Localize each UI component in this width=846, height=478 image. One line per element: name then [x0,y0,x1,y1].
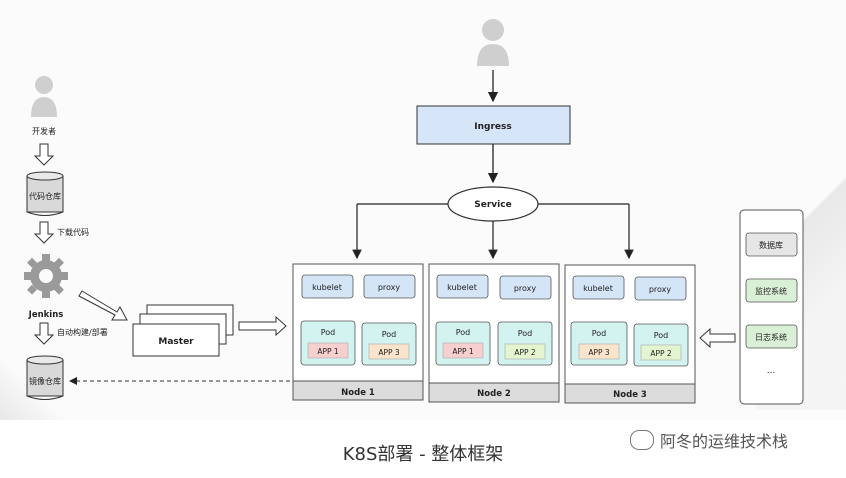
node-3 [564,264,696,404]
monitoring-box [745,278,798,303]
master-stack [132,304,234,357]
down-arrow-icon [33,221,55,244]
developer-label: 开发者 [32,126,56,136]
node-label: Node 1 [341,388,375,398]
image-repo-icon [26,355,64,400]
node-2 [428,263,560,403]
logging-box [745,324,798,349]
kubelet-label: kubelet [312,283,342,292]
arrow-to-master-icon [78,290,128,321]
kubelet-label: kubelet [447,283,477,292]
user-icon [477,19,509,66]
architecture-diagram: 开发者 代码仓库 下载代码 [24,19,804,405]
monitoring-label: 监控系统 [755,286,787,296]
jenkins-label: Jenkins [28,310,64,320]
pod-label: Pod [321,328,336,337]
node-label: Node 3 [613,390,647,400]
pull-code-label: 下载代码 [57,227,89,237]
diagram-caption: K8S部署 - 整体框架 [342,444,504,465]
app-label: APP 3 [588,348,610,357]
node-label: Node 2 [477,389,511,399]
down-arrow-icon [33,322,55,345]
proxy-label: proxy [514,284,537,293]
service-label: Service [474,200,511,210]
kubelet-label: kubelet [583,284,613,293]
wechat-icon [630,430,654,450]
watermark-text: 阿冬的运维技术栈 [660,432,789,451]
pod-label: Pod [456,328,471,337]
left-arrow-icon [699,327,736,349]
app-label: APP 1 [452,347,474,356]
proxy-label: proxy [649,285,672,294]
right-arrow-icon [238,315,287,337]
caption-band [0,420,846,478]
master-label: Master [158,337,194,347]
pod-label: Pod [654,331,669,340]
build-deploy-label: 自动构建/部署 [57,327,108,337]
developer-icon [31,76,57,117]
ingress-box [416,105,571,145]
code-repo-icon [26,171,64,216]
watermark: 阿冬的运维技术栈 [630,428,788,452]
app-label: APP 2 [514,348,536,357]
gear-icon [24,254,68,298]
app-label: APP 3 [378,348,400,357]
pod-label: Pod [518,329,533,338]
side-panel [739,209,804,405]
pod-label: Pod [382,330,397,339]
pod-label: Pod [592,329,607,338]
database-box [745,232,798,257]
logging-label: 日志系统 [755,332,787,342]
app-label: APP 2 [650,349,672,358]
database-label: 数据库 [759,240,783,250]
code-repo-label: 代码仓库 [29,191,61,201]
proxy-label: proxy [378,283,401,292]
image-repo-label: 镜像仓库 [29,376,61,386]
app-label: APP 1 [317,347,339,356]
more-label: ... [767,366,776,376]
ingress-label: Ingress [474,122,511,132]
down-arrow-icon [33,143,55,166]
node-1 [292,263,424,401]
